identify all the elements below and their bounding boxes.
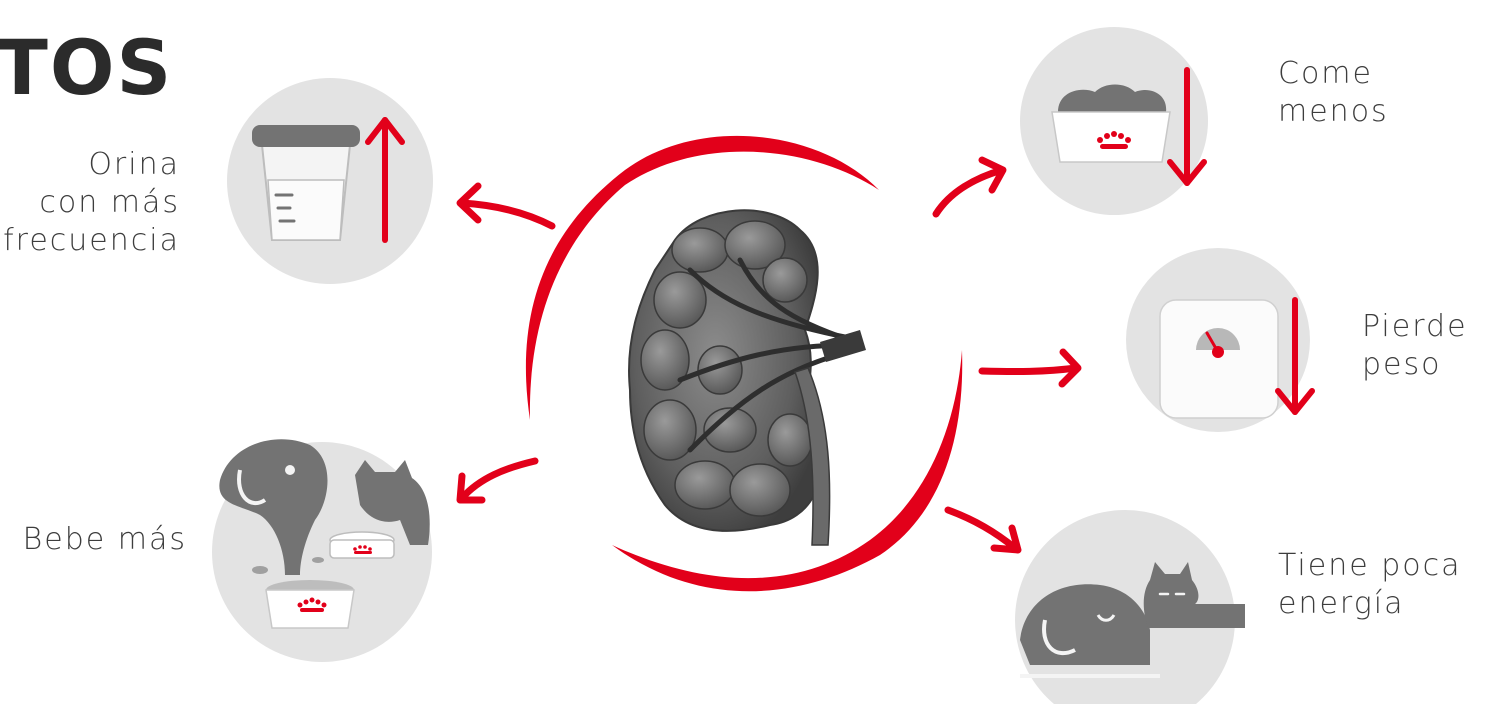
- symptom-label-orina: Orina con más frecuencia: [3, 146, 180, 260]
- symptom-label-come: Come menos: [1278, 55, 1389, 131]
- kidney-illustration: [629, 210, 866, 545]
- symptom-label-bebe: Bebe más: [23, 521, 187, 559]
- arrow-to-pierde: [982, 352, 1078, 384]
- page-title: TOS: [0, 30, 173, 106]
- arrow-to-bebe: [460, 461, 535, 500]
- food-bowl-icon: [1052, 85, 1170, 163]
- arrow-to-orina: [460, 186, 552, 226]
- symptom-label-energia: Tiene poca energía: [1278, 547, 1461, 623]
- weighing-scale-icon: [1160, 300, 1278, 418]
- arrow-to-energia: [948, 510, 1018, 550]
- symptom-label-pierde: Pierde peso: [1362, 308, 1468, 384]
- arrow-to-come: [936, 160, 1003, 214]
